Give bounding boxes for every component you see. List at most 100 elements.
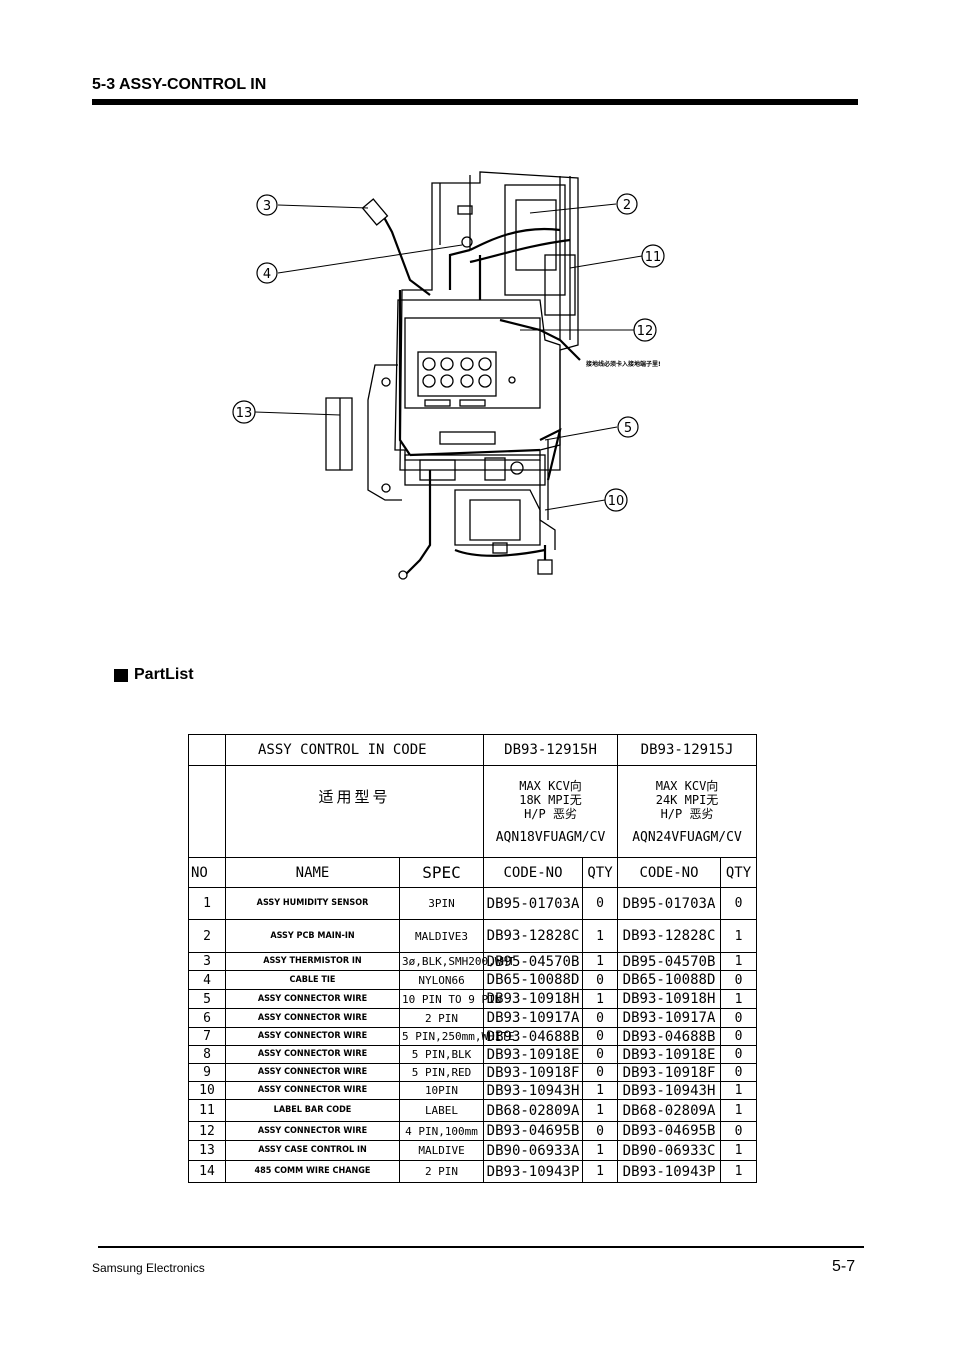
- part-code-2: DB93-10943P: [617, 1160, 722, 1183]
- model-number: AQN18VFUAGM/CV: [495, 829, 606, 845]
- model-label: 适用型号: [224, 765, 485, 858]
- model-line: MAX KCV向: [519, 778, 582, 793]
- part-name: ASSY HUMIDITY SENSOR: [225, 887, 400, 920]
- part-qty-1: 1: [582, 1140, 619, 1161]
- callout-13: [232, 400, 256, 424]
- part-spec: 2 PIN: [398, 1160, 485, 1183]
- part-code-2: DB93-10917A: [617, 1008, 722, 1028]
- assy-code-label: ASSY CONTROL IN CODE: [224, 734, 485, 766]
- part-no: 13: [188, 1140, 226, 1161]
- assembly-diagram: 3 4 13 2 11 12 5 10 接地线必须卡入接地端子里!: [232, 171, 665, 580]
- part-name: LABEL BAR CODE: [225, 1099, 400, 1122]
- part-code-1: DB90-06933A: [483, 1140, 584, 1161]
- header-qty-2: QTY: [720, 857, 758, 888]
- callout-10: [604, 488, 628, 512]
- part-qty-2: 1: [720, 1140, 758, 1161]
- part-name: ASSY CONNECTOR WIRE: [225, 1081, 400, 1100]
- part-code-1: DB93-12828C: [483, 919, 584, 953]
- part-qty-2: 1: [720, 989, 758, 1009]
- callout-2: [616, 193, 638, 215]
- assy-code-2: DB93-12915J: [617, 734, 758, 766]
- part-qty-1: 1: [582, 952, 619, 971]
- part-code-2: DB90-06933C: [617, 1140, 722, 1161]
- callout-12: [633, 318, 657, 342]
- part-qty-1: 0: [582, 1027, 619, 1046]
- part-name: CABLE TIE: [225, 970, 400, 990]
- model-line: 24K MPI无: [655, 792, 719, 807]
- part-qty-2: 1: [720, 952, 758, 971]
- humidity-sensor: [361, 198, 389, 226]
- main-body: [394, 299, 561, 461]
- callout-11: [641, 244, 665, 268]
- part-code-1: DB93-10918F: [483, 1063, 584, 1082]
- part-code-2: DB93-10943H: [617, 1081, 722, 1100]
- part-qty-1: 1: [582, 989, 619, 1009]
- part-spec: 3PIN: [398, 887, 485, 920]
- model-line: H/P 恶劣: [660, 806, 714, 821]
- part-no: 11: [188, 1099, 226, 1122]
- part-qty-2: 1: [720, 1160, 758, 1183]
- part-spec: NYLON66: [398, 970, 485, 990]
- part-code-1: DB93-10943P: [483, 1160, 584, 1183]
- page-number: 5-7: [832, 1258, 856, 1275]
- corner-cell: [188, 734, 226, 766]
- callout-label: 2: [623, 198, 631, 213]
- callout-label: 3: [263, 199, 271, 214]
- header-name: NAME: [225, 857, 400, 888]
- header-no: NO: [188, 857, 226, 888]
- assy-code-row: ASSY CONTROL IN CODE DB93-12915H DB93-12…: [188, 734, 758, 766]
- part-spec: 2 PIN: [398, 1008, 485, 1028]
- part-qty-2: 0: [720, 1008, 758, 1028]
- part-name: ASSY CONNECTOR WIRE: [225, 1027, 400, 1046]
- part-name: ASSY CASE CONTROL IN: [225, 1140, 400, 1161]
- part-spec: 10PIN: [398, 1081, 485, 1100]
- model-blank-cell: [188, 765, 226, 858]
- part-name: ASSY CONNECTOR WIRE: [225, 1008, 400, 1028]
- part-name: ASSY CONNECTOR WIRE: [225, 989, 400, 1009]
- part-qty-1: 0: [582, 970, 619, 990]
- parts-table: ASSY CONTROL IN CODE DB93-12915H DB93-12…: [188, 734, 758, 1183]
- callout-label: 10: [608, 494, 625, 509]
- part-name: ASSY THERMISTOR IN: [225, 952, 400, 971]
- part-qty-1: 0: [582, 1008, 619, 1028]
- part-spec: 5 PIN,BLK: [398, 1045, 485, 1064]
- part-qty-1: 1: [582, 1160, 619, 1183]
- part-no: 14: [188, 1160, 226, 1183]
- part-qty-2: 0: [720, 1063, 758, 1082]
- part-qty-2: 0: [720, 1045, 758, 1064]
- part-code-2: DB93-10918E: [617, 1045, 722, 1064]
- part-code-1: DB93-10917A: [483, 1008, 584, 1028]
- part-code-1: DB95-01703A: [483, 887, 584, 920]
- part-spec: MALDIVE3: [398, 919, 485, 953]
- model-row: 适用型号 MAX KCV向 18K MPI无 H/P 恶劣 AQN18VFUAG…: [188, 765, 758, 858]
- footer-company: Samsung Electronics: [92, 1261, 205, 1275]
- part-qty-2: 0: [720, 1027, 758, 1046]
- part-no: 12: [188, 1121, 226, 1141]
- callout-label: 4: [263, 267, 271, 282]
- part-qty-2: 0: [720, 1121, 758, 1141]
- part-qty-2: 0: [720, 887, 758, 920]
- part-code-2: DB93-04695B: [617, 1121, 722, 1141]
- part-name: ASSY CONNECTOR WIRE: [225, 1121, 400, 1141]
- part-qty-1: 1: [582, 919, 619, 953]
- square-bullet-icon: [114, 668, 128, 682]
- part-code-1: DB93-04688B: [483, 1027, 584, 1046]
- header-spec: SPEC: [398, 857, 485, 888]
- part-code-1: DB93-04695B: [483, 1121, 584, 1141]
- part-name: ASSY CONNECTOR WIRE: [225, 1045, 400, 1064]
- part-no: 3: [188, 952, 226, 971]
- partlist-heading: PartList: [114, 666, 194, 684]
- part-qty-2: 0: [720, 970, 758, 990]
- part-code-1: DB95-04570B: [483, 952, 584, 971]
- callout-label: 11: [645, 250, 662, 265]
- callout-label: 13: [236, 406, 253, 421]
- part-code-2: DB93-04688B: [617, 1027, 722, 1046]
- assy-code-1: DB93-12915H: [483, 734, 619, 766]
- part-code-2: DB65-10088D: [617, 970, 722, 990]
- part-no: 10: [188, 1081, 226, 1100]
- header-qty-1: QTY: [582, 857, 619, 888]
